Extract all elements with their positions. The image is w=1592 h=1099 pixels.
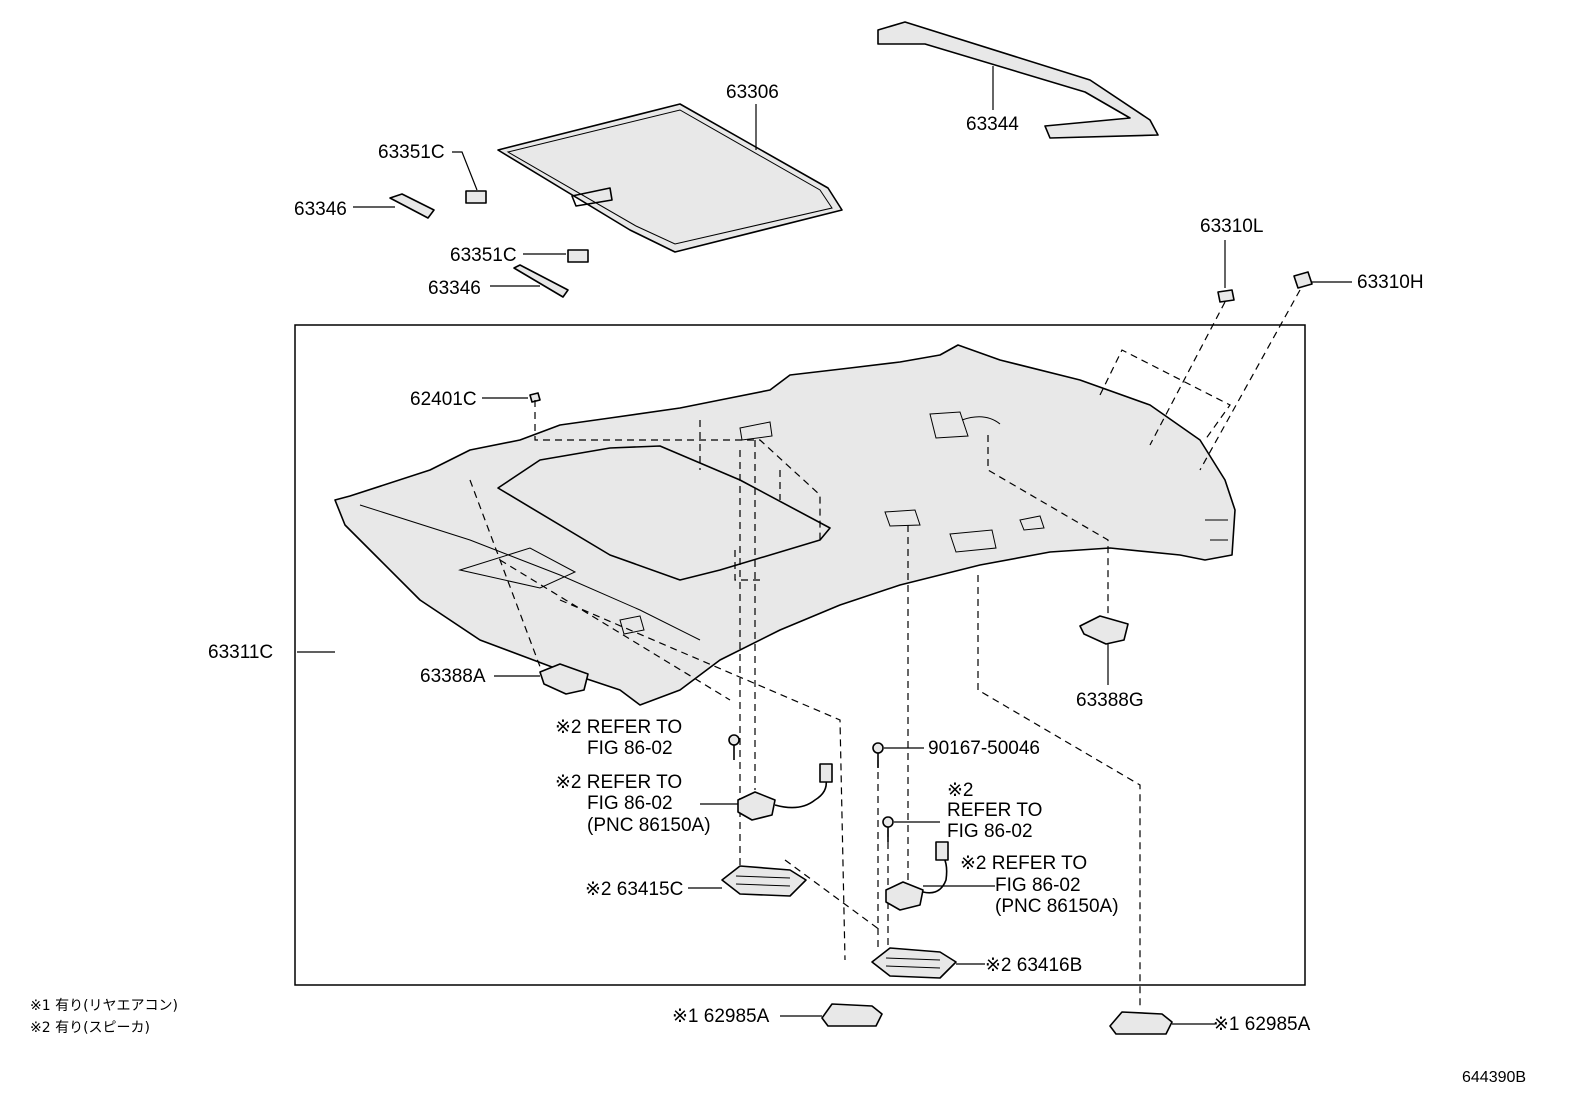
clip-63351c-upper	[452, 151, 487, 204]
label-62985a-left: ※1 62985A	[672, 1006, 770, 1027]
screw-center	[882, 816, 940, 842]
label-63310h: 63310H	[1357, 272, 1424, 293]
speaker-left	[700, 763, 833, 821]
sunshade-panel-63306	[497, 103, 843, 253]
label-63310l: 63310L	[1200, 216, 1263, 237]
refer-note-1-line1: ※2 REFER TO	[555, 717, 682, 738]
bracket-63388a	[494, 663, 589, 695]
refer-note-2-line3: (PNC 86150A)	[587, 815, 711, 836]
bracket-63388g	[1079, 615, 1129, 685]
trim-panel-63344	[877, 21, 1159, 139]
refer-note-1-line2: FIG 86-02	[587, 738, 673, 759]
speaker-right	[885, 841, 995, 911]
pad-63346-upper	[353, 193, 435, 219]
label-63415c: ※2 63415C	[585, 879, 683, 900]
label-63344: 63344	[966, 114, 1019, 135]
refer-note-2-line1: ※2 REFER TO	[555, 772, 682, 793]
vent-62985a-right	[1109, 1011, 1215, 1035]
grille-63415c	[688, 865, 807, 897]
label-63346-upper: 63346	[294, 199, 347, 220]
headliner-63311c	[297, 344, 1236, 706]
screw-90167	[872, 742, 924, 768]
label-63311c: 63311C	[208, 642, 273, 663]
label-63306: 63306	[726, 82, 779, 103]
pad-63346-lower	[490, 264, 569, 298]
label-63416b: ※2 63416B	[985, 955, 1082, 976]
label-63388g: 63388G	[1076, 690, 1144, 711]
screw-left	[728, 734, 740, 760]
label-63388a: 63388A	[420, 666, 486, 687]
clip-62401c	[482, 392, 541, 403]
refer-note-3-line1: ※2	[947, 780, 974, 801]
clip-63351c-lower	[523, 249, 589, 263]
refer-note-4-line2: FIG 86-02	[995, 875, 1081, 896]
refer-note-4-line1: ※2 REFER TO	[960, 853, 1087, 874]
refer-note-2-line2: FIG 86-02	[587, 793, 673, 814]
grille-63416b	[871, 947, 985, 979]
clip-63310h	[1293, 271, 1352, 289]
label-62401c: 62401C	[410, 389, 477, 410]
refer-note-4-line3: (PNC 86150A)	[995, 896, 1119, 917]
label-62985a-right: ※1 62985A	[1213, 1014, 1311, 1035]
catalog-number: 644390B	[1462, 1069, 1526, 1086]
refer-note-3-line2: REFER TO	[947, 800, 1042, 821]
label-63351c-upper: 63351C	[378, 142, 445, 163]
assembly-dashed-lines	[469, 289, 1301, 1010]
clip-63310l	[1217, 240, 1235, 303]
label-63346-lower: 63346	[428, 278, 481, 299]
refer-note-3-line3: FIG 86-02	[947, 821, 1033, 842]
assembly-frame	[294, 324, 1306, 986]
label-90167-50046: 90167-50046	[928, 738, 1040, 759]
vent-62985a-left	[780, 1003, 883, 1027]
footnote-1: ※1 有り(リヤエアコン)	[30, 998, 178, 1014]
label-63351c-lower: 63351C	[450, 245, 517, 266]
footnote-2: ※2 有り(スピーカ)	[30, 1020, 150, 1036]
